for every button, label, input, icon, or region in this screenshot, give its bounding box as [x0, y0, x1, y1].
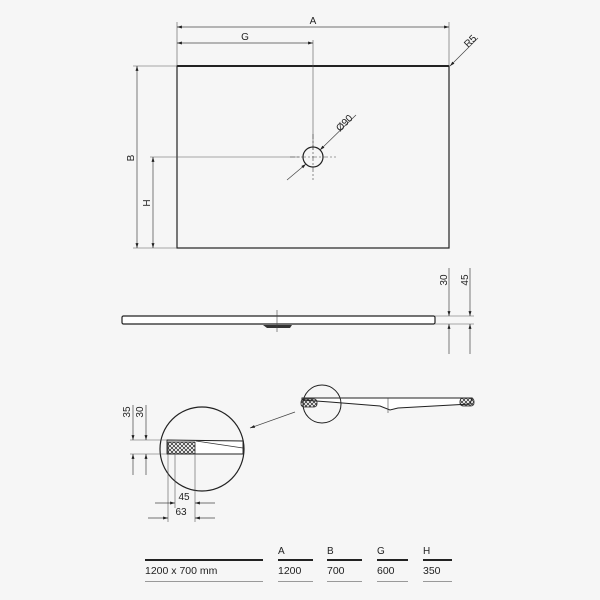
label-thickness-inner: 30	[439, 274, 450, 286]
plan-view: A G R5 B H Ø90	[126, 16, 479, 249]
column-h: H 350	[423, 545, 452, 582]
label-h: H	[142, 199, 153, 206]
size-column: 1200 x 700 mm	[145, 545, 263, 582]
column-g: G 600	[377, 545, 408, 582]
label-width-outer: 63	[175, 507, 187, 518]
column-b: B 700	[327, 545, 362, 582]
column-header-h: H	[423, 546, 431, 557]
column-header-a: A	[278, 546, 285, 557]
detail-callout-circle	[302, 384, 342, 424]
column-value-g: 600	[377, 565, 395, 577]
radius-leader	[449, 37, 479, 67]
column-header-b: B	[327, 546, 334, 557]
label-thickness-outer: 45	[460, 274, 471, 286]
label-a: A	[310, 16, 317, 27]
label-width-inner: 45	[178, 492, 190, 503]
tray-profile	[121, 315, 436, 325]
detail-arrow	[249, 411, 296, 429]
side-view: 30 45	[121, 268, 474, 354]
section-view	[300, 384, 475, 424]
label-g: G	[241, 32, 249, 43]
column-a: A 1200	[278, 545, 313, 582]
column-value-a: 1200	[278, 565, 302, 577]
label-height-outer: 35	[122, 406, 133, 418]
column-header-g: G	[377, 546, 385, 557]
column-value-h: 350	[423, 565, 441, 577]
column-value-b: 700	[327, 565, 345, 577]
label-height-inner: 30	[135, 406, 146, 418]
size-label: 1200 x 700 mm	[145, 565, 218, 577]
label-drain-diameter: Ø90	[334, 113, 355, 134]
label-b: B	[126, 154, 137, 161]
label-radius: R5	[462, 33, 479, 50]
detail-view: 35 30 45 63	[122, 405, 245, 522]
